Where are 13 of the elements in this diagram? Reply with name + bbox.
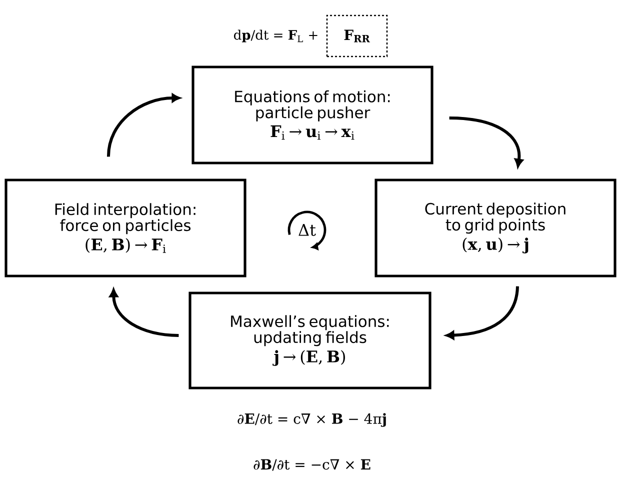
arrow	[449, 116, 524, 168]
process-box: Current deposition to grid points (x, u) → j	[374, 178, 616, 278]
equation: ∂E/∂t = c∇ × B − 4πj	[238, 413, 386, 427]
process-box: Maxwell’s equations: updating fields j → (E, B)	[188, 292, 432, 390]
arrow	[107, 94, 180, 157]
equation: dp/dt = F$_{L}$ +	[234, 30, 318, 42]
process-box: Equations of motion: particle pusher F$_{i}$ → u$_{i}$ → x$_{i}$	[192, 66, 434, 164]
time-step-label: Δt	[298, 224, 316, 236]
equation: ∂B/∂t = −c∇ × E	[254, 459, 370, 471]
dashed-box: F$_{RR}$	[326, 14, 388, 58]
process-box: Field interpolation: force on particles (E, B) → F$_{i}$	[4, 178, 246, 278]
arrow	[446, 286, 519, 340]
arrow	[109, 288, 179, 337]
